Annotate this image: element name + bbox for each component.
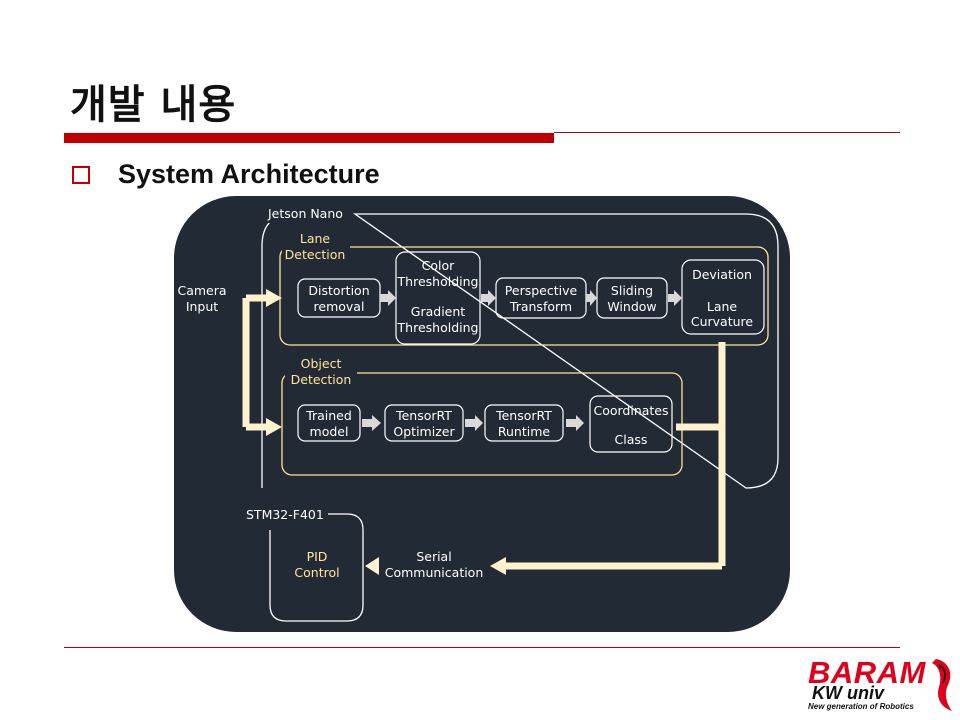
- perspective-label-1: Perspective: [505, 283, 578, 298]
- stm32-label: STM32-F401: [246, 507, 324, 522]
- camera-input-label-2: Input: [186, 299, 218, 314]
- diagram-panel: [174, 196, 790, 632]
- step-arrow-icon: [566, 415, 584, 431]
- logo-subtitle: KW univ: [812, 683, 884, 703]
- color-threshold-label-2: Thresholding: [397, 274, 479, 289]
- step-arrow-icon: [362, 415, 381, 431]
- runtime-label-1: TensorRT: [495, 408, 552, 423]
- jetson-nano-label: Jetson Nano: [267, 206, 343, 221]
- stm32-container: [269, 513, 364, 622]
- step-arrow-icon: [668, 290, 682, 306]
- serial-label-2: Communication: [385, 565, 484, 580]
- lane-curvature-label-2: Curvature: [691, 314, 754, 329]
- bullet-square-icon: [72, 166, 90, 184]
- page-title: 개발 내용: [70, 82, 237, 128]
- serial-label-1: Serial: [416, 549, 451, 564]
- lane-detection-group: [279, 246, 769, 346]
- title-underline-thin: [554, 132, 900, 133]
- coordinates-class-box: [589, 395, 673, 453]
- optimizer-label-1: TensorRT: [395, 408, 452, 423]
- perspective-label-2: Transform: [509, 299, 572, 314]
- deviation-label: Deviation: [692, 267, 752, 282]
- trained-model-box: [297, 404, 361, 442]
- step-arrows: [362, 290, 682, 431]
- tensorrt-runtime-box: [484, 404, 564, 442]
- deviation-curvature-box: [681, 259, 765, 335]
- pid-label-1: PID: [307, 549, 328, 564]
- baram-logo: BARAM KW univ New generation of Robotics: [806, 655, 954, 715]
- step-arrow-icon: [481, 290, 496, 306]
- trained-label-2: model: [310, 424, 349, 439]
- lane-group-label-2: Detection: [285, 247, 346, 262]
- optimizer-label-2: Optimizer: [393, 424, 455, 439]
- footer-rule: [64, 647, 900, 648]
- sliding-label-1: Sliding: [611, 283, 653, 298]
- arrowhead-to-pid: [365, 557, 379, 575]
- distortion-label-2: removal: [314, 299, 365, 314]
- color-threshold-label-1: Color: [422, 258, 455, 273]
- object-group-label-2: Detection: [291, 372, 352, 387]
- logo-creature-icon: [932, 659, 952, 711]
- gradient-threshold-label-1: Gradient: [411, 304, 466, 319]
- arrowhead-to-lane: [266, 289, 282, 307]
- logo-name: BARAM: [808, 655, 926, 690]
- distortion-label-1: Distortion: [308, 283, 369, 298]
- logo-tagline: New generation of Robotics: [808, 702, 914, 711]
- object-group-label-1: Object: [301, 356, 342, 371]
- trained-label-1: Trained: [305, 408, 352, 423]
- class-label: Class: [615, 432, 648, 447]
- runtime-label-2: Runtime: [498, 424, 551, 439]
- tensorrt-optimizer-box: [384, 404, 464, 442]
- step-arrow-icon: [380, 290, 396, 306]
- lane-curvature-label-1: Lane: [707, 299, 738, 314]
- pid-label-2: Control: [294, 565, 339, 580]
- coordinates-label: Coordinates: [593, 403, 668, 418]
- arrowhead-to-serial: [490, 557, 506, 575]
- gradient-threshold-label-2: Thresholding: [397, 320, 479, 335]
- lane-group-label-1: Lane: [300, 231, 331, 246]
- step-arrow-icon: [465, 415, 483, 431]
- title-underline-thick: [64, 133, 554, 143]
- sliding-label-2: Window: [607, 299, 656, 314]
- arrowhead-to-object: [266, 418, 282, 436]
- camera-input-label-1: Camera: [177, 283, 226, 298]
- step-arrow-icon: [586, 290, 597, 306]
- flow-connectors: [242, 294, 726, 570]
- section-heading: System Architecture: [118, 159, 380, 189]
